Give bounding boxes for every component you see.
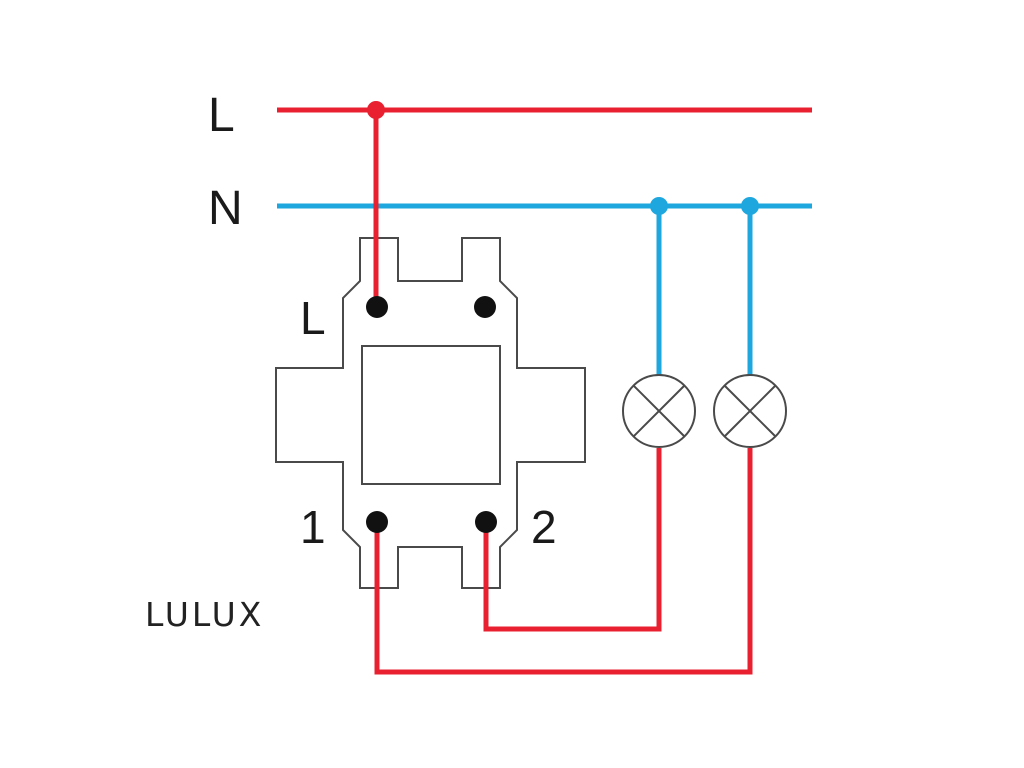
terminal-1 — [366, 511, 388, 533]
terminal-1-label: 1 — [300, 501, 326, 553]
output-2-to-lamp-1 — [483, 448, 662, 632]
brand-logo: LULUX — [145, 595, 264, 634]
terminal-l-label: L — [300, 292, 326, 344]
terminal-l — [366, 296, 388, 318]
line-label: L — [208, 89, 235, 142]
terminal-2 — [475, 511, 497, 533]
live-junction — [367, 101, 385, 119]
lamp-icon — [622, 374, 696, 448]
neutral-label: N — [208, 182, 243, 235]
neutral-junction-2 — [741, 197, 759, 215]
terminal-2-label: 2 — [531, 501, 557, 553]
lamp-icon — [713, 374, 787, 448]
neutral-junction-1 — [650, 197, 668, 215]
output-1-to-lamp-2 — [374, 448, 753, 675]
switch-rocker — [361, 345, 501, 485]
terminal-l-aux — [474, 296, 496, 318]
